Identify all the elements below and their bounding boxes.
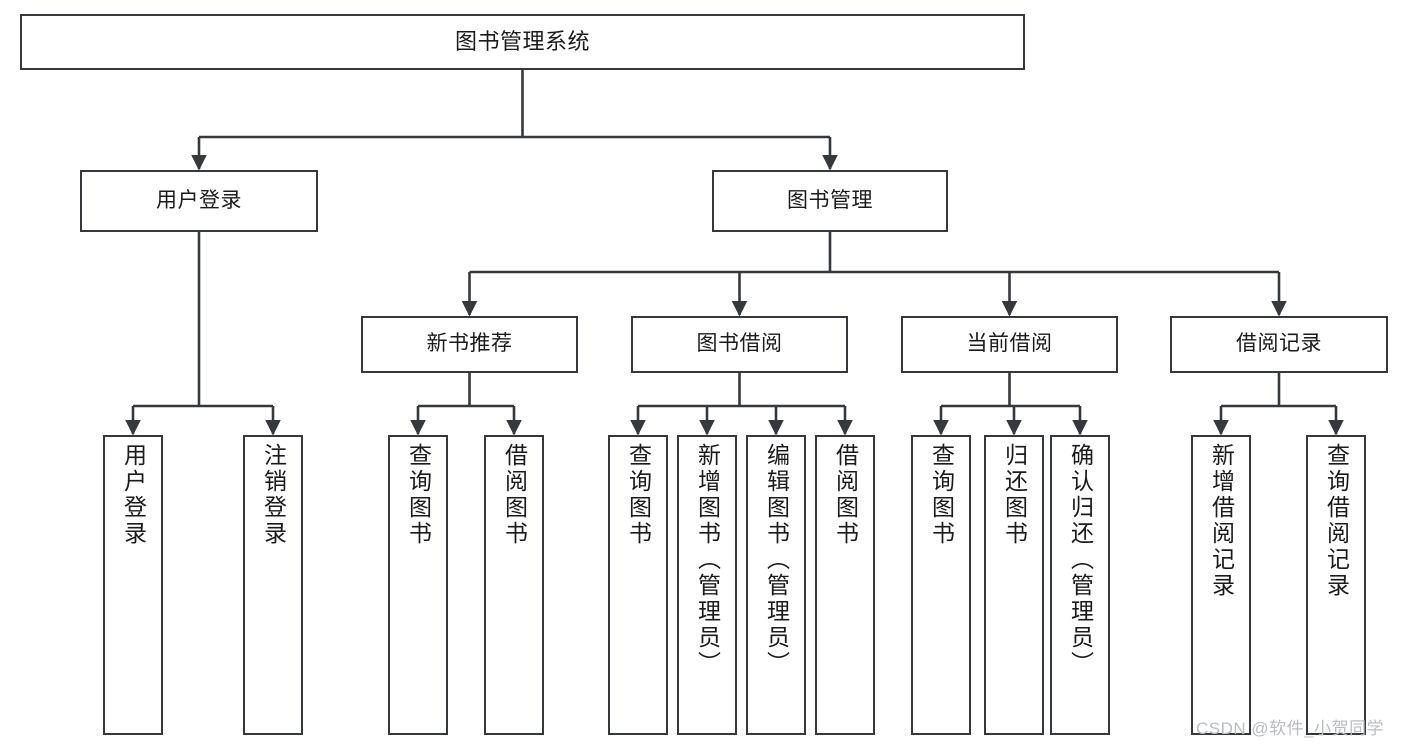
node-label: 查询借阅记录 — [1323, 443, 1350, 599]
node-new-book-rec[interactable]: 新书推荐 — [361, 316, 578, 373]
node-leaf-borrow-book-1[interactable]: 借阅图书 — [484, 435, 544, 735]
node-label: 图书借阅 — [696, 332, 783, 356]
node-label: 查询图书 — [625, 443, 652, 547]
node-label: 新增借阅记录 — [1208, 443, 1235, 599]
node-book-borrow[interactable]: 图书借阅 — [631, 316, 848, 373]
node-label: 图书管理 — [787, 188, 873, 212]
node-leaf-confirm-return[interactable]: 确认归还（管理员） — [1050, 435, 1110, 735]
node-book-manage[interactable]: 图书管理 — [712, 170, 948, 232]
node-label: 新增图书（管理员） — [694, 443, 721, 677]
node-label: 归还图书 — [1001, 443, 1028, 547]
node-leaf-edit-book[interactable]: 编辑图书（管理员） — [746, 435, 806, 735]
node-leaf-query-book-3[interactable]: 查询图书 — [911, 435, 971, 735]
node-leaf-user-login[interactable]: 用户登录 — [103, 435, 163, 735]
node-label: 查询图书 — [928, 443, 955, 547]
node-label: 当前借阅 — [966, 332, 1053, 356]
node-leaf-query-record[interactable]: 查询借阅记录 — [1306, 435, 1366, 735]
node-leaf-add-book[interactable]: 新增图书（管理员） — [677, 435, 737, 735]
node-leaf-query-book-2[interactable]: 查询图书 — [608, 435, 668, 735]
node-root[interactable]: 图书管理系统 — [20, 14, 1025, 70]
node-leaf-add-record[interactable]: 新增借阅记录 — [1191, 435, 1251, 735]
node-current-borrow[interactable]: 当前借阅 — [901, 316, 1118, 373]
edge-paths — [125, 70, 1344, 436]
node-label: 用户登录 — [120, 443, 147, 547]
node-label: 确认归还（管理员） — [1067, 443, 1094, 677]
node-label: 查询图书 — [405, 443, 432, 547]
node-leaf-borrow-book-2[interactable]: 借阅图书 — [815, 435, 875, 735]
node-label: 借阅图书 — [832, 443, 859, 547]
node-leaf-return-book[interactable]: 归还图书 — [984, 435, 1044, 735]
node-label: 借阅记录 — [1236, 332, 1322, 356]
node-label: 借阅图书 — [501, 443, 528, 547]
node-leaf-logout[interactable]: 注销登录 — [243, 435, 303, 735]
node-label: 注销登录 — [260, 443, 287, 547]
node-borrow-record[interactable]: 借阅记录 — [1170, 316, 1388, 373]
node-user-login[interactable]: 用户登录 — [80, 170, 318, 232]
csdn-watermark: CSDN @软件_小贺同学 — [1196, 719, 1385, 738]
node-label: 用户登录 — [156, 188, 242, 212]
node-leaf-query-book-1[interactable]: 查询图书 — [388, 435, 448, 735]
node-label: 图书管理系统 — [454, 29, 590, 55]
node-label: 编辑图书（管理员） — [763, 443, 790, 677]
node-label: 新书推荐 — [426, 332, 513, 356]
